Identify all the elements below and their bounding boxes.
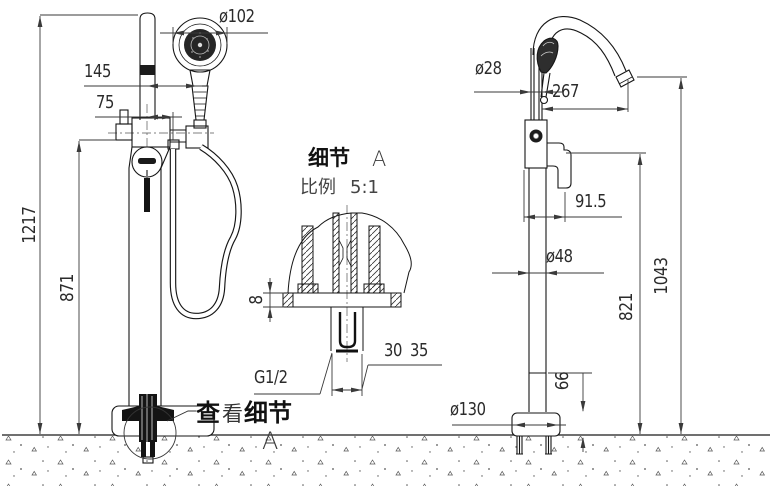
knob [131,146,163,212]
callout-detail-letter: A [262,427,279,455]
detail-view [282,205,412,362]
shower-hose [169,144,242,320]
base-left [111,394,215,464]
thread-label: G1/2 [254,367,288,388]
dim-pipe-diameter: ø28 [475,58,502,79]
callout-text-2: 看 [222,402,243,426]
dim-plate-thickness: 8 [246,295,267,305]
dim-base-diameter: ø130 [450,399,486,420]
detail-title-letter: A [372,147,387,171]
detail-view-dimensions [254,278,442,396]
dim-spout-reach: 267 [552,81,579,102]
left-view [108,12,242,464]
dim-spout-height-right: 1043 [651,257,672,295]
dim-shower-offset: 145 [84,61,111,82]
right-view-dimensions [452,76,687,452]
base-right [511,412,561,455]
callout-text-3: 细节 [244,399,292,427]
left-view-dimensions [37,14,268,434]
dim-handle-height: 821 [616,293,637,321]
dim-inner: 30 [384,340,402,361]
dim-base-height: 66 [552,371,573,391]
dim-spout-height: 871 [57,274,78,302]
dim-hose-offset: 75 [96,92,114,113]
detail-scale-value: 5:1 [350,177,379,198]
mixer-body [524,119,572,189]
dim-head-diameter: ø102 [219,6,255,27]
shower-pipe [530,48,543,120]
detail-title: 细节 [308,146,350,170]
column-right [528,167,547,412]
detail-flange [282,292,402,308]
callout-text-1: 查 [196,399,220,427]
detail-callout [123,406,196,460]
dim-outer: 35 [410,340,428,361]
dim-column-diameter: ø48 [546,246,573,267]
hand-shower [172,17,228,129]
shower-holder [185,125,209,149]
dim-total-height: 1217 [19,206,40,244]
dim-handle-reach: 91.5 [575,191,607,212]
lever-handle [547,142,572,189]
hand-shower-side [536,37,559,105]
detail-thread-stub [330,307,364,353]
valve-body [115,109,171,148]
detail-scale-label: 比例 [300,177,336,198]
ground [2,434,770,486]
right-view [511,16,635,455]
shower-holder-ring [140,65,155,75]
